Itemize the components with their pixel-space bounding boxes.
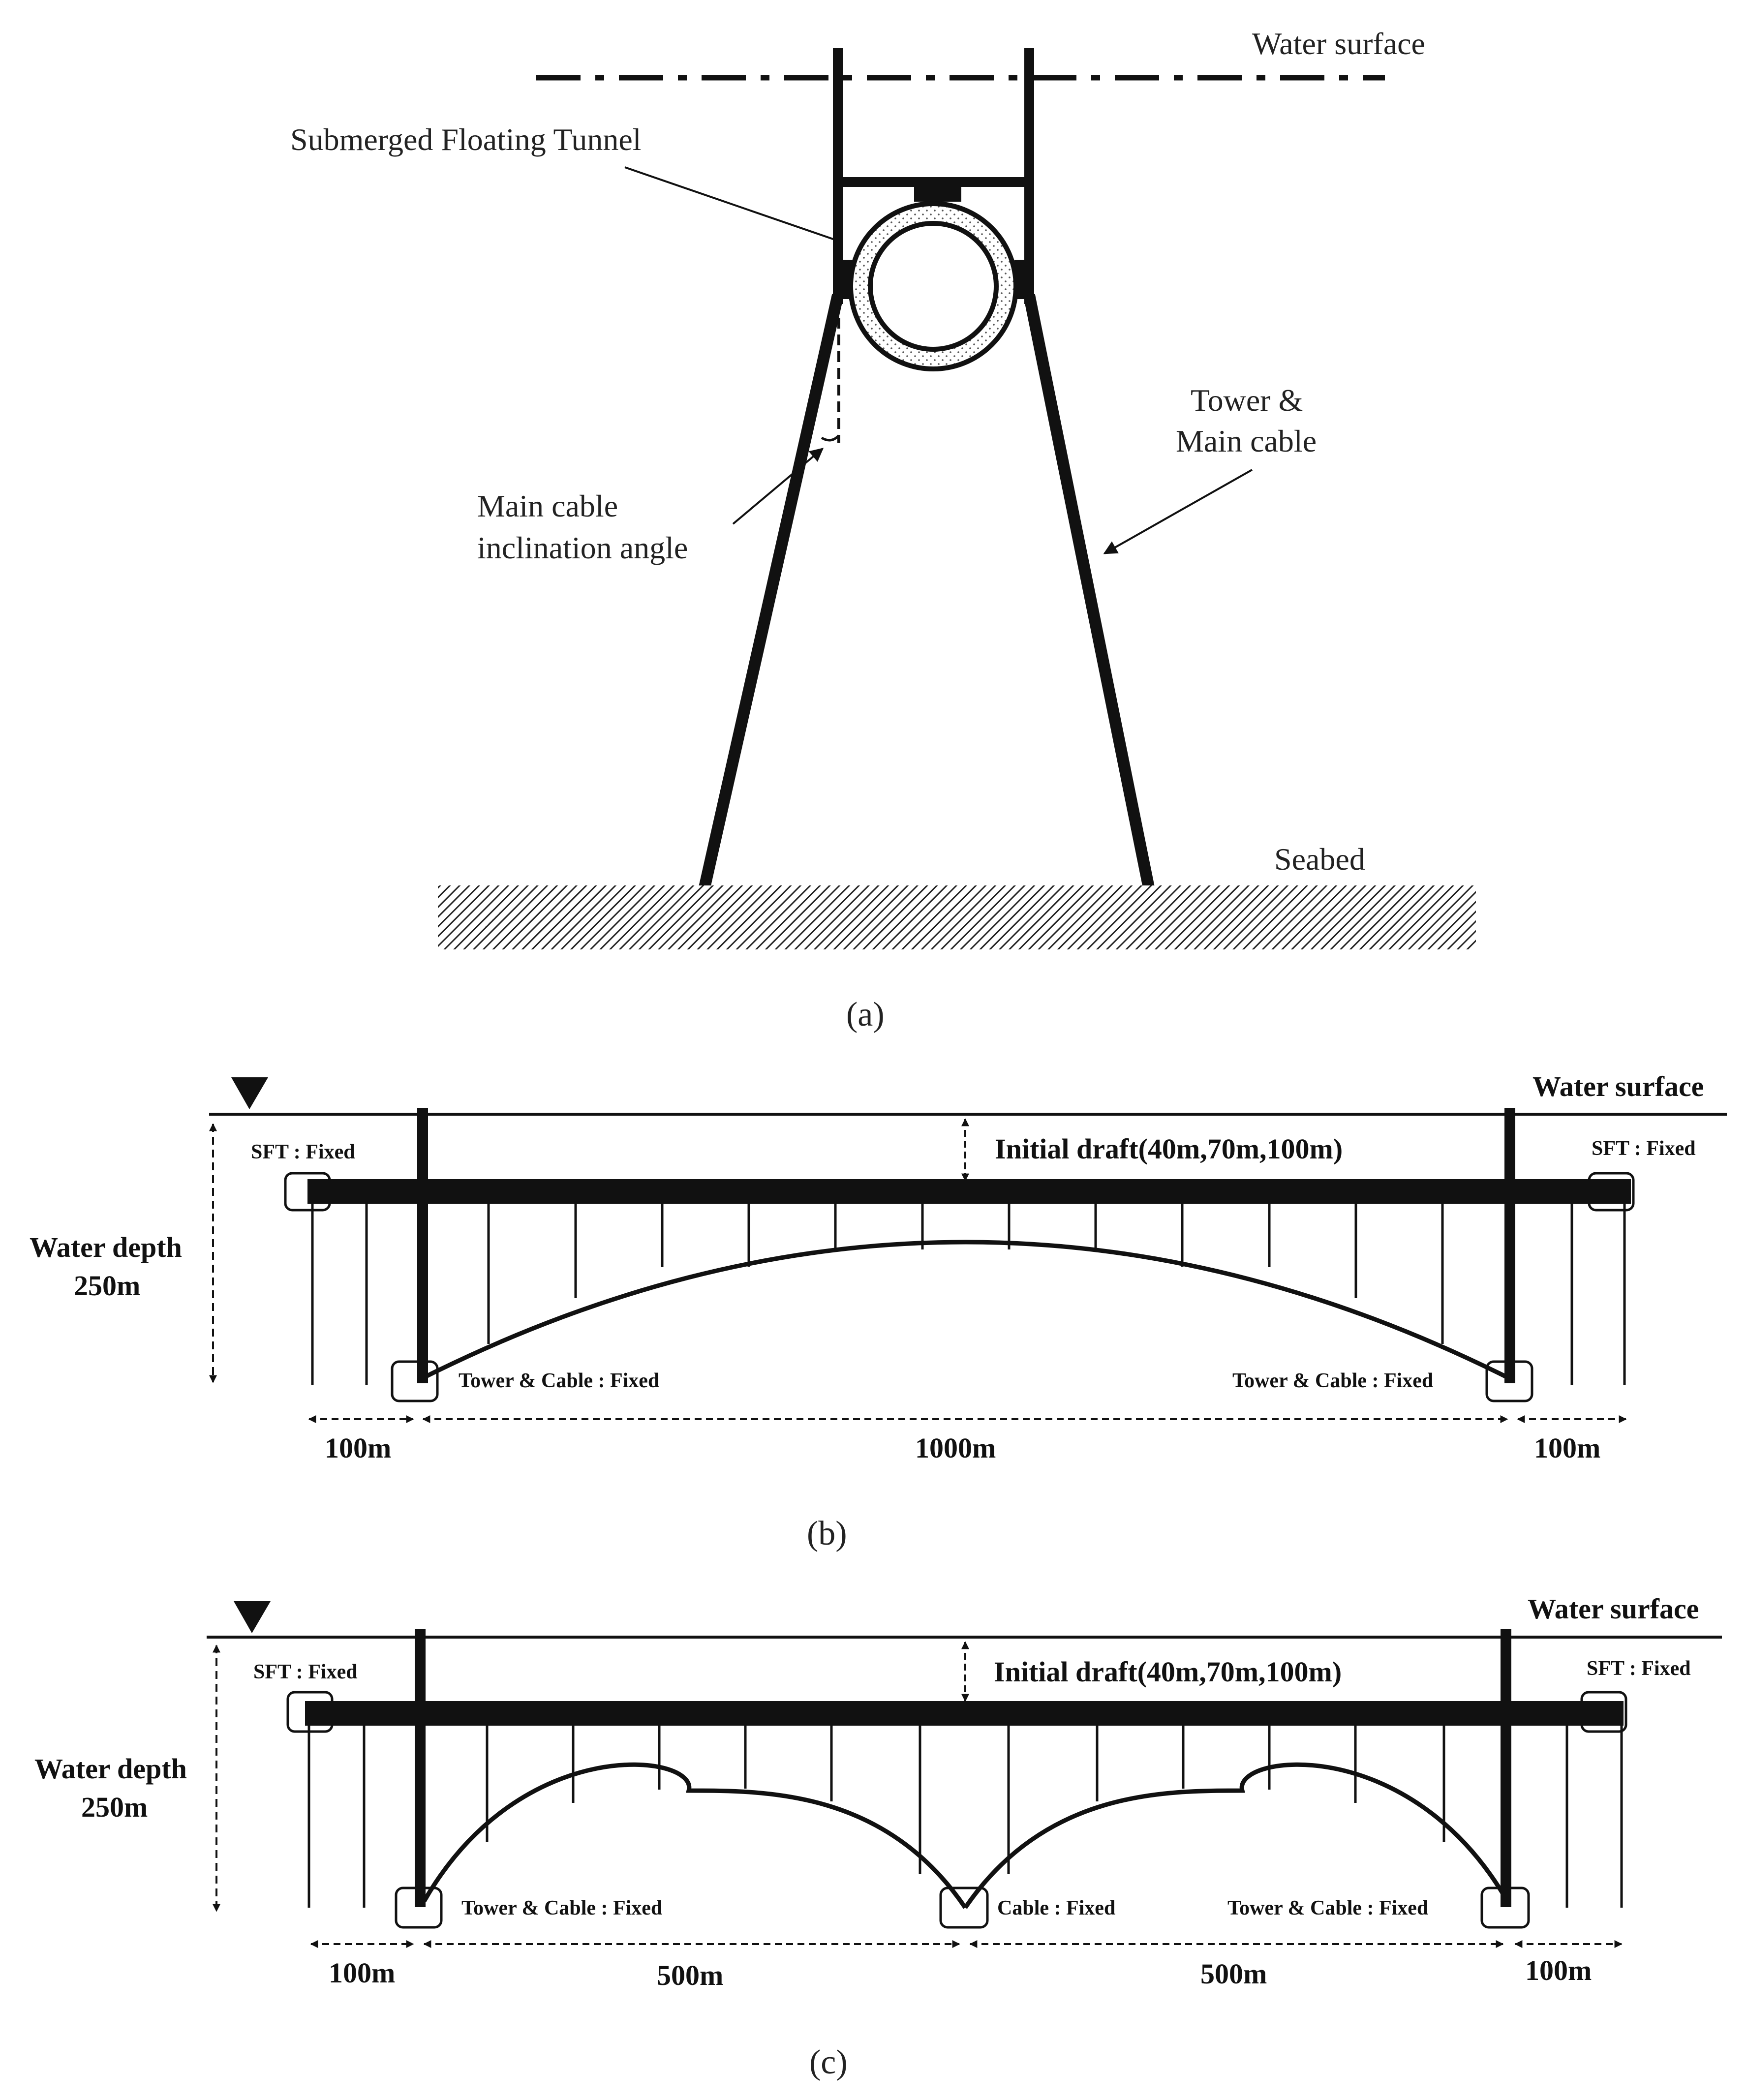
panel-c: Water surface Water depth 250m Initial d… — [34, 1593, 1722, 2081]
top-bearing — [914, 187, 961, 202]
right-main-cable — [1023, 294, 1155, 889]
angle-label-line2: inclination angle — [477, 530, 688, 565]
water-depth-label-line2: 250m — [74, 1270, 140, 1302]
tower-cable-fixed-label-left: Tower & Cable : Fixed — [459, 1370, 659, 1392]
sft-fixed-support-right — [1588, 1172, 1635, 1212]
tower-cable-label-line1: Tower & — [1191, 383, 1303, 418]
tower-cable-label-line2: Main cable — [1176, 424, 1317, 458]
caption-c: (c) — [809, 2043, 848, 2081]
right-side-bearing — [1014, 260, 1034, 299]
water-surface-label: Water surface — [1252, 26, 1425, 61]
sft-tunnel-deck — [305, 1701, 1624, 1726]
water-level-marker — [231, 1077, 268, 1109]
panel-a: Water surface Main cable inclination ang… — [290, 26, 1476, 1034]
tunnel-leader-line — [624, 166, 839, 242]
left-tower — [415, 1629, 426, 1907]
tunnel-label: Submerged Floating Tunnel — [290, 122, 642, 157]
tower-cable-leader-arrow — [1103, 469, 1253, 554]
dim-label-right: 100m — [1534, 1432, 1600, 1464]
tower-fixed-support-right — [1480, 1887, 1530, 1929]
main-cable-arch-right — [963, 1762, 1509, 1909]
cable-fixed-support-center — [939, 1887, 989, 1929]
tower-cable-fixed-label-right: Tower & Cable : Fixed — [1232, 1370, 1433, 1392]
water-level-marker — [234, 1601, 271, 1633]
cable-fixed-label-center: Cable : Fixed — [997, 1897, 1115, 1919]
sft-fixed-label-right: SFT : Fixed — [1587, 1657, 1691, 1680]
water-surface-label: Water surface — [1528, 1593, 1699, 1625]
dim-label-right: 100m — [1525, 1954, 1592, 1986]
caption-b: (b) — [807, 1515, 847, 1552]
water-depth-label-line1: Water depth — [30, 1231, 182, 1263]
right-tower — [1501, 1629, 1511, 1907]
hanger-group — [311, 1190, 1626, 1385]
dim-label-left: 100m — [329, 1957, 395, 1989]
left-main-cable — [699, 294, 844, 889]
tower-crossbeam — [833, 177, 1034, 187]
right-tower-post — [1024, 48, 1034, 304]
sft-fixed-label-right: SFT : Fixed — [1592, 1137, 1696, 1160]
sft-fixed-label-left: SFT : Fixed — [253, 1661, 358, 1683]
right-tower — [1504, 1108, 1515, 1383]
angle-arc — [821, 434, 840, 442]
tower-fixed-support-left — [395, 1887, 443, 1929]
dim-label-left: 100m — [325, 1432, 391, 1464]
dim-label-mid-right: 500m — [1200, 1958, 1267, 1990]
tunnel-inner-bore — [868, 221, 999, 352]
dim-label-mid-left: 500m — [657, 1959, 723, 1991]
water-surface-label: Water surface — [1532, 1070, 1704, 1102]
tower-fixed-support-right — [1485, 1360, 1533, 1402]
left-tower — [417, 1108, 428, 1383]
sft-fixed-support-right — [1580, 1691, 1627, 1733]
water-depth-label-line2: 250m — [81, 1791, 148, 1823]
main-cable-arch-left — [422, 1762, 967, 1909]
sft-fixed-label-left: SFT : Fixed — [251, 1141, 355, 1163]
angle-label-line1: Main cable — [477, 488, 618, 523]
main-cable-arch — [423, 1240, 1509, 1380]
left-side-bearing — [833, 260, 853, 299]
sft-fixed-support-left — [284, 1172, 331, 1212]
dim-label-center: 1000m — [915, 1432, 996, 1464]
sft-fixed-support-left — [286, 1691, 334, 1733]
sft-tunnel-deck — [307, 1179, 1631, 1204]
tower-cable-fixed-label-left: Tower & Cable : Fixed — [461, 1897, 662, 1919]
caption-a: (a) — [846, 996, 885, 1034]
tower-fixed-support-left — [391, 1360, 439, 1402]
seabed-ground — [438, 885, 1476, 949]
initial-draft-label: Initial draft(40m,70m,100m) — [995, 1133, 1343, 1165]
water-depth-label-line1: Water depth — [34, 1753, 187, 1785]
tower-cable-fixed-label-right: Tower & Cable : Fixed — [1227, 1897, 1428, 1919]
seabed-label: Seabed — [1274, 842, 1365, 877]
panel-b: Water surface Water depth 250m Initial d… — [30, 1070, 1727, 1552]
initial-draft-label: Initial draft(40m,70m,100m) — [994, 1656, 1342, 1688]
angle-leader-arrow — [732, 448, 824, 525]
